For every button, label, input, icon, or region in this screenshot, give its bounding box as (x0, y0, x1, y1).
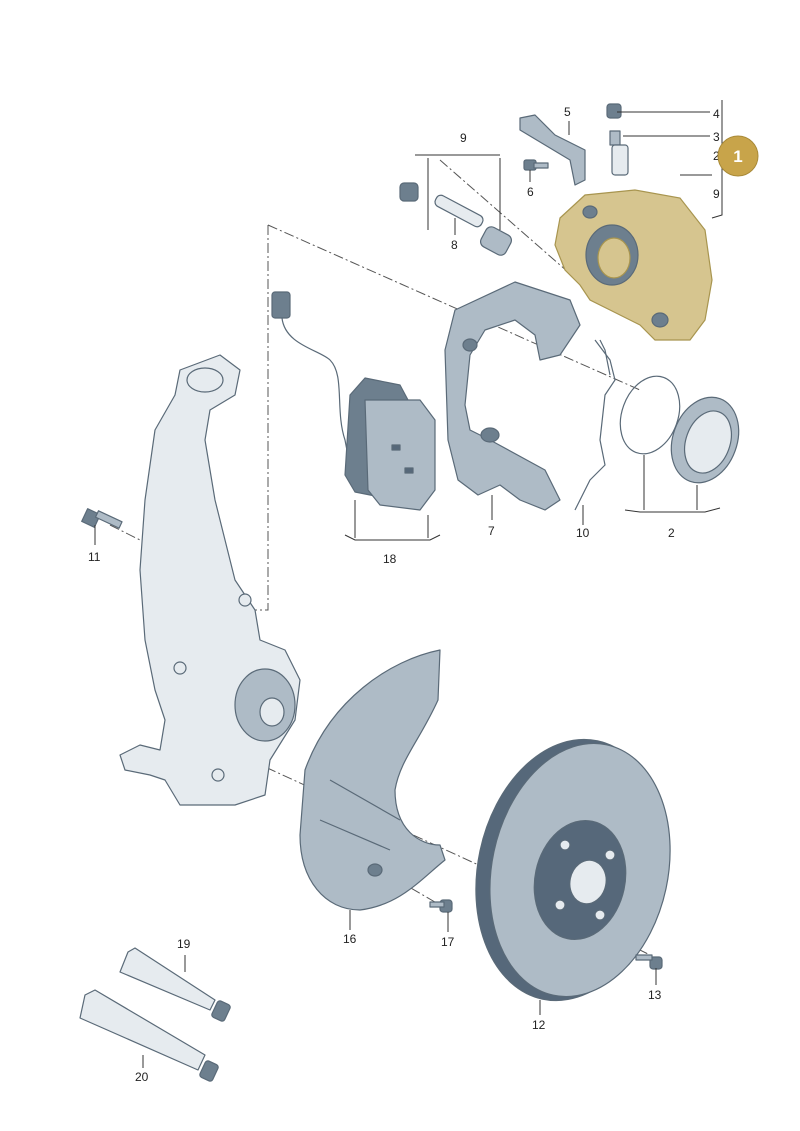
callout-2-seals: 2 (668, 526, 675, 540)
highlight-badge: 1 (717, 135, 759, 177)
guide-pins-8 (399, 182, 513, 256)
screw-13 (635, 954, 663, 970)
callout-20: 20 (135, 1070, 149, 1084)
bleeder-cap-4 (606, 103, 622, 119)
callout-7: 7 (488, 524, 495, 538)
screw-17 (429, 899, 453, 913)
callout-9-pins: 9 (460, 131, 467, 145)
steering-knuckle (119, 354, 301, 806)
bleeder-valve-3 (609, 130, 629, 176)
callout-19: 19 (177, 937, 191, 951)
callout-13: 13 (648, 988, 662, 1002)
callout-11: 11 (88, 550, 101, 564)
callout-3: 3 (713, 130, 720, 144)
seal-set-2 (619, 375, 740, 484)
caliper-carrier-7 (444, 281, 581, 511)
callout-18: 18 (383, 552, 397, 566)
grease-tube-20 (79, 989, 219, 1082)
callout-12: 12 (532, 1018, 546, 1032)
callout-6: 6 (527, 185, 534, 199)
callout-4: 4 (713, 107, 720, 121)
callout-8: 8 (451, 238, 458, 252)
grease-tube-19 (119, 947, 231, 1022)
brake-disc-12 (475, 738, 671, 1002)
spring-clip-10 (574, 339, 616, 511)
callout-9-right: 9 (713, 187, 720, 201)
callout-2-top: 2 (713, 149, 720, 163)
bolt-6 (523, 159, 549, 171)
callout-17: 17 (441, 935, 455, 949)
leader-lines (94, 100, 723, 1068)
brake-pads-18 (344, 377, 436, 511)
callout-5: 5 (564, 105, 571, 119)
bracket-5 (519, 114, 586, 186)
bolt-11 (81, 508, 123, 529)
callout-10: 10 (576, 526, 590, 540)
splash-shield-16 (299, 649, 446, 911)
highlight-badge-number: 1 (733, 147, 742, 166)
brake-caliper-1-highlighted (554, 189, 713, 341)
callout-16: 16 (343, 932, 357, 946)
callout-labels: 5 4 3 2 9 9 6 8 18 7 10 2 11 16 17 13 12… (88, 105, 720, 1084)
